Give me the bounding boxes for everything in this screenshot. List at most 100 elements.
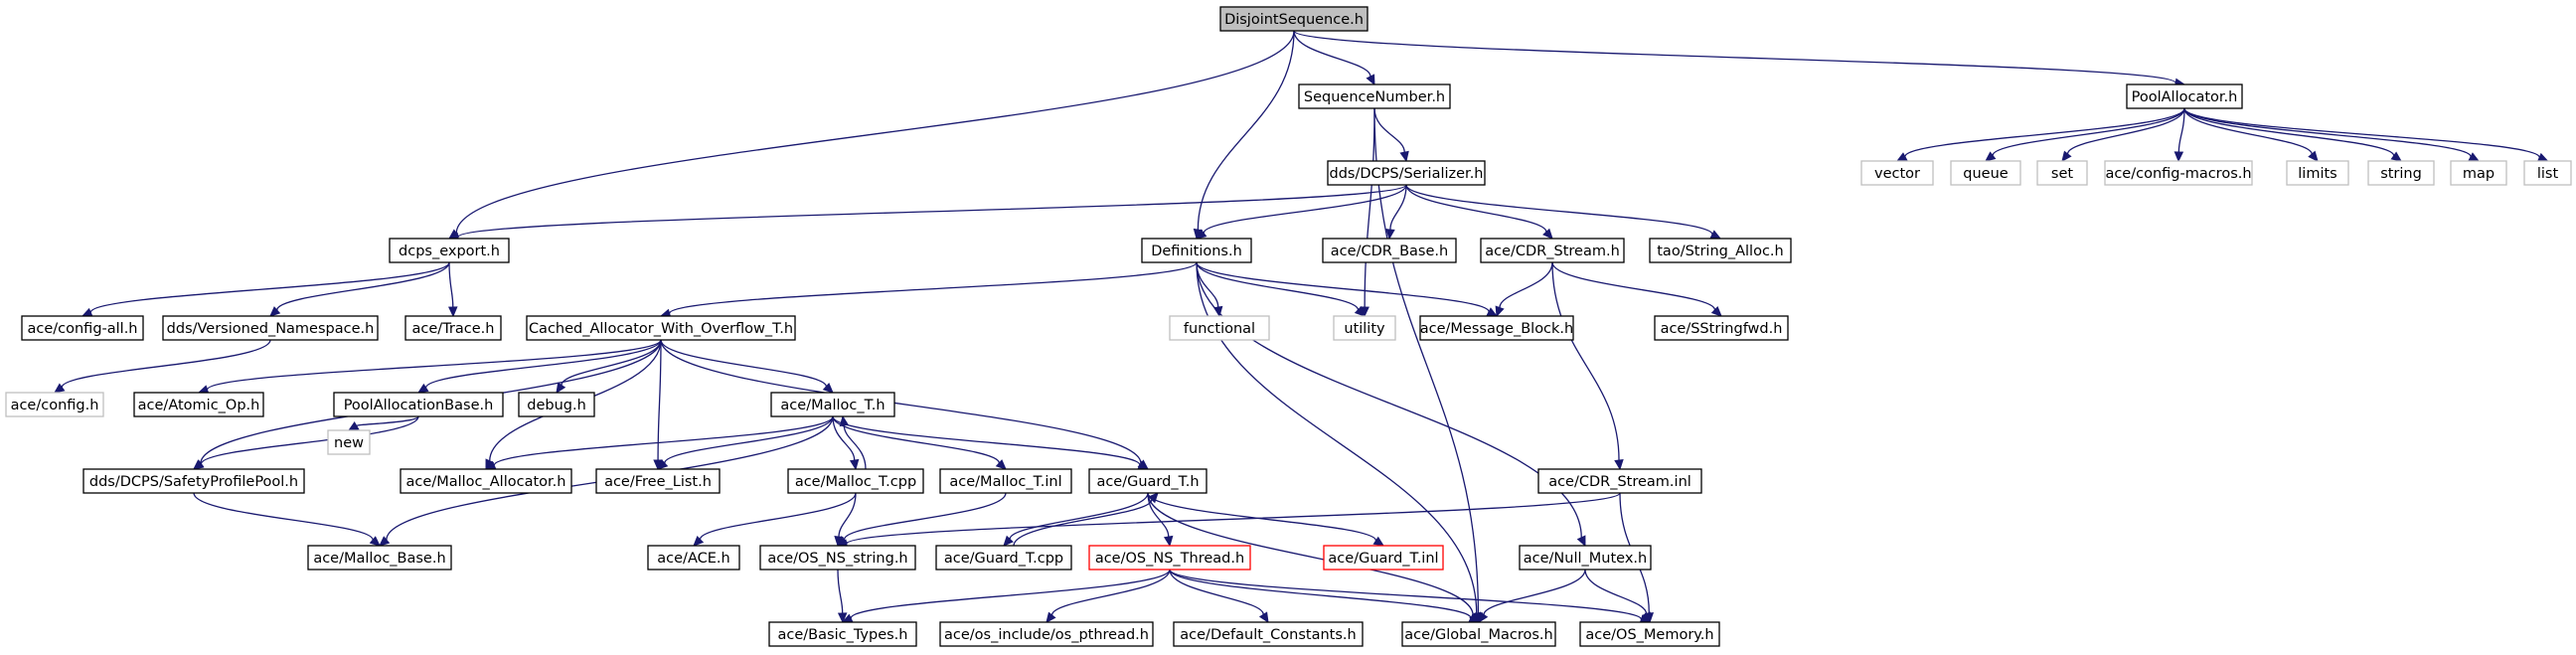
node-label: dds/DCPS/SafetyProfilePool.h xyxy=(89,474,298,490)
node-label: ace/Malloc_Base.h xyxy=(313,551,445,567)
node-label: ace/Null_Mutex.h xyxy=(1524,551,1647,567)
node-ace-malloc-base-h[interactable]: ace/Malloc_Base.h xyxy=(307,545,452,571)
edge-osnsthread-to-globalmacros xyxy=(1169,569,1481,623)
node-vector: vector xyxy=(1860,160,1934,186)
node-box xyxy=(939,621,1154,647)
node-ace-guard-t-inl[interactable]: ace/Guard_T.inl xyxy=(1323,545,1444,571)
node-ace-null-mutex-h[interactable]: ace/Null_Mutex.h xyxy=(1519,545,1652,571)
node-label: ace/Guard_T.inl xyxy=(1328,551,1438,567)
node-label: ace/config-macros.h xyxy=(2105,166,2251,182)
node-sequencenumber-h[interactable]: SequenceNumber.h xyxy=(1298,83,1451,109)
node-ace-cdr-stream-inl[interactable]: ace/CDR_Stream.inl xyxy=(1537,468,1702,494)
node-box xyxy=(1480,238,1625,263)
edge-disjointsequence-to-poolallocator xyxy=(1293,30,2186,88)
node-debug-h[interactable]: debug.h xyxy=(518,392,595,417)
node-ace-malloc-t-h[interactable]: ace/Malloc_T.h xyxy=(770,392,895,417)
node-ace-default-constants-h[interactable]: ace/Default_Constants.h xyxy=(1173,621,1364,647)
node-dds-dcps-safetyprofilepool-h[interactable]: dds/DCPS/SafetyProfilePool.h xyxy=(82,468,305,494)
node-ace-os-ns-thread-h[interactable]: ace/OS_NS_Thread.h xyxy=(1088,545,1251,571)
node-box xyxy=(1537,468,1702,494)
node-utility: utility xyxy=(1333,315,1396,341)
node-dcps-export-h[interactable]: dcps_export.h xyxy=(389,238,510,263)
edge-serializer-to-cdrbase xyxy=(1385,184,1407,241)
node-label: queue xyxy=(1963,166,2009,182)
node-definitions-h[interactable]: Definitions.h xyxy=(1141,238,1252,263)
node-box xyxy=(1088,468,1208,494)
node-box xyxy=(647,545,740,571)
node-label: ace/Malloc_T.inl xyxy=(949,474,1061,490)
node-ace-os-ns-string-h[interactable]: ace/OS_NS_string.h xyxy=(759,545,916,571)
node-box xyxy=(1219,6,1368,32)
node-box xyxy=(1173,621,1364,647)
node-label: ace/Global_Macros.h xyxy=(1404,627,1552,643)
node-box xyxy=(1298,83,1451,109)
node-ace-malloc-allocator-h[interactable]: ace/Malloc_Allocator.h xyxy=(400,468,572,494)
node-box xyxy=(1649,238,1792,263)
node-label: functional xyxy=(1184,321,1255,337)
node-ace-sstringfwd-h[interactable]: ace/SStringfwd.h xyxy=(1654,315,1789,341)
node-ace-guard-t-cpp[interactable]: ace/Guard_T.cpp xyxy=(935,545,1072,571)
node-dds-versioned-namespace-h[interactable]: dds/Versioned_Namespace.h xyxy=(162,315,379,341)
node-cached-allocator-with-overflow-t-h[interactable]: Cached_Allocator_With_Overflow_T.h xyxy=(526,315,796,341)
node-ace-os-memory-h[interactable]: ace/OS_Memory.h xyxy=(1579,621,1720,647)
edge-guardt-to-guardtinl xyxy=(1147,492,1385,547)
node-ace-malloc-t-cpp[interactable]: ace/Malloc_T.cpp xyxy=(787,468,924,494)
node-box xyxy=(526,315,796,341)
edge-malloct-to-guardt xyxy=(832,415,1150,470)
edge-poolallocator-to-map xyxy=(2183,107,2481,162)
node-ace-config-all-h[interactable]: ace/config-all.h xyxy=(21,315,144,341)
edge-dcpsexport-to-versionedns xyxy=(269,261,450,317)
node-label: list xyxy=(2537,166,2559,182)
node-label: vector xyxy=(1874,166,1920,182)
node-ace-global-macros-h[interactable]: ace/Global_Macros.h xyxy=(1401,621,1556,647)
node-box xyxy=(2523,160,2572,186)
node-box xyxy=(2286,160,2349,186)
edge-definitions-to-cachedalloc xyxy=(659,261,1198,318)
edge-definitions-to-messageblock xyxy=(1196,261,1499,317)
node-label: ace/ACE.h xyxy=(657,551,729,567)
node-ace-basic-types-h[interactable]: ace/Basic_Types.h xyxy=(768,621,917,647)
edge-poolallocator-to-queue xyxy=(1985,107,2185,162)
edge-malloctcpp-to-ace xyxy=(693,492,857,547)
edge-malloct-to-malloctinl xyxy=(832,415,1007,470)
node-disjointsequence-h[interactable]: DisjointSequence.h xyxy=(1219,6,1368,32)
node-label: ace/Malloc_Allocator.h xyxy=(406,474,566,490)
node-tao-string-alloc-h[interactable]: tao/String_Alloc.h xyxy=(1649,238,1792,263)
edge-osnsthread-to-ospthread xyxy=(1046,569,1171,623)
edge-cdrstreaminl-to-osnsstring xyxy=(836,492,1621,549)
node-label: debug.h xyxy=(527,398,586,413)
node-ace-guard-t-h[interactable]: ace/Guard_T.h xyxy=(1088,468,1208,494)
node-label: ace/Free_List.h xyxy=(604,474,712,490)
edge-osnsstring-to-basictypes xyxy=(837,569,848,624)
node-label: ace/CDR_Stream.inl xyxy=(1548,474,1691,490)
edges-layer xyxy=(54,30,2549,624)
node-ace-atomic-op-h[interactable]: ace/Atomic_Op.h xyxy=(133,392,264,417)
node-box xyxy=(759,545,916,571)
node-poolallocationbase-h[interactable]: PoolAllocationBase.h xyxy=(333,392,504,417)
node-dds-dcps-serializer-h[interactable]: dds/DCPS/Serializer.h xyxy=(1327,160,1486,186)
node-ace-trace-h[interactable]: ace/Trace.h xyxy=(404,315,502,341)
node-box xyxy=(333,392,504,417)
node-label: ace/Trace.h xyxy=(412,321,495,337)
node-ace-malloc-t-inl[interactable]: ace/Malloc_T.inl xyxy=(939,468,1072,494)
node-ace-free-list-h[interactable]: ace/Free_List.h xyxy=(595,468,721,494)
node-ace-cdr-base-h[interactable]: ace/CDR_Base.h xyxy=(1322,238,1457,263)
node-box xyxy=(1333,315,1396,341)
node-ace-ace-h[interactable]: ace/ACE.h xyxy=(647,545,740,571)
edge-disjointsequence-to-definitions xyxy=(1193,30,1295,241)
node-poolallocator-h[interactable]: PoolAllocator.h xyxy=(2126,83,2243,109)
node-functional: functional xyxy=(1169,315,1270,341)
node-box xyxy=(2450,160,2507,186)
node-ace-cdr-stream-h[interactable]: ace/CDR_Stream.h xyxy=(1480,238,1625,263)
node-ace-message-block-h[interactable]: ace/Message_Block.h xyxy=(1419,315,1574,341)
node-label: ace/OS_NS_Thread.h xyxy=(1095,551,1244,567)
node-queue: queue xyxy=(1950,160,2021,186)
edge-cdrstream-to-cdrstreaminl xyxy=(1551,261,1624,471)
node-label: ace/config.h xyxy=(11,398,99,413)
node-ace-os-include-os-pthread-h[interactable]: ace/os_include/os_pthread.h xyxy=(939,621,1154,647)
node-label: dds/Versioned_Namespace.h xyxy=(167,321,375,337)
edge-serializer-to-stringalloc xyxy=(1405,184,1722,240)
edge-disjointsequence-to-sequencenumber xyxy=(1293,30,1375,86)
